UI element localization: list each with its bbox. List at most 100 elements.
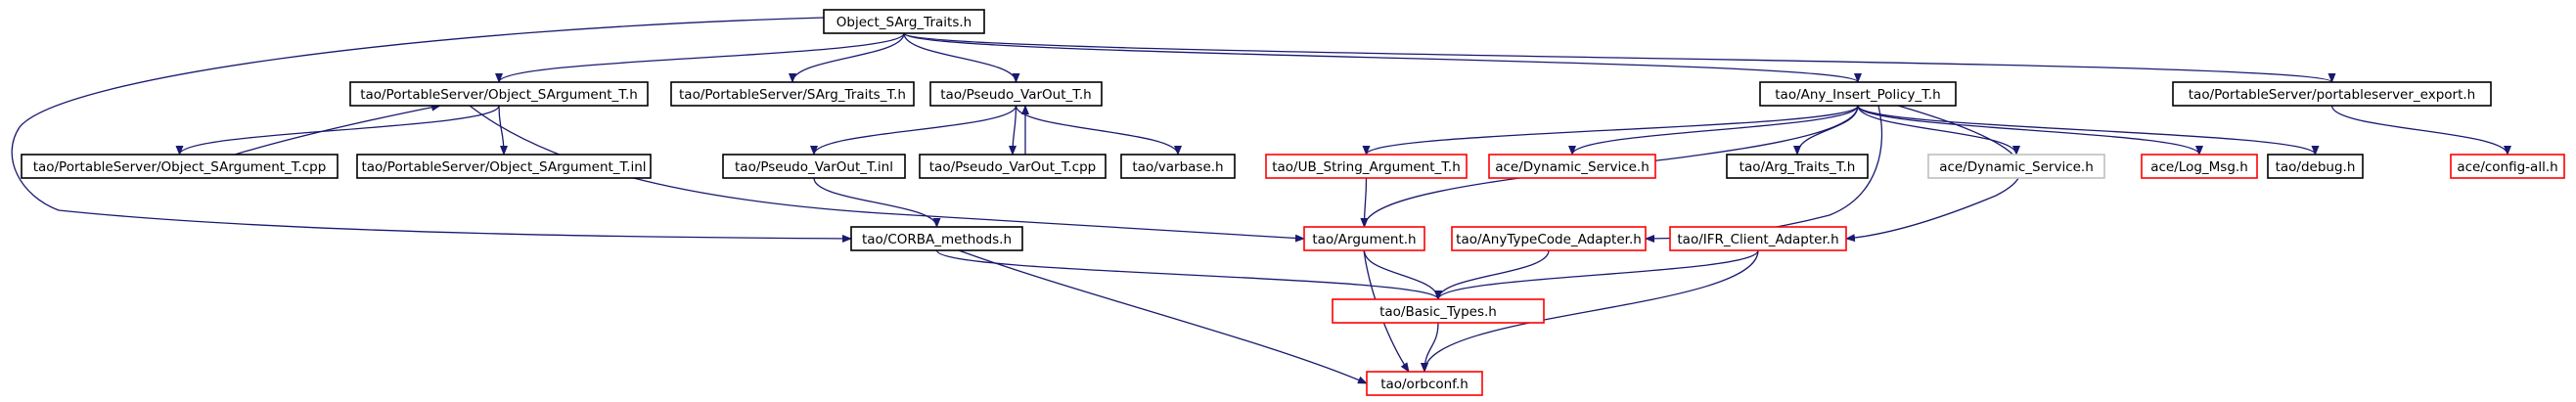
node-box <box>2172 81 2492 107</box>
node-box <box>1120 154 1236 179</box>
node-label: tao/Pseudo_VarOut_T.inl <box>735 159 893 175</box>
edge-n3-to-n9 <box>1009 105 1017 156</box>
node-n8[interactable]: tao/Pseudo_VarOut_T.inl <box>722 154 906 179</box>
node-label: tao/orbconf.h <box>1380 377 1469 392</box>
edge-n21-to-n22 <box>1434 249 1759 300</box>
node-n22[interactable]: tao/Basic_Types.h <box>1332 298 1545 324</box>
edge-n3-to-n8 <box>810 105 1017 156</box>
node-box <box>1366 371 1483 396</box>
node-box <box>1927 154 2105 179</box>
node-box <box>1332 298 1545 324</box>
node-label: tao/debug.h <box>2276 159 2356 175</box>
node-n23[interactable]: tao/orbconf.h <box>1366 371 1483 396</box>
node-box <box>1303 226 1425 251</box>
node-n18[interactable]: tao/CORBA_methods.h <box>850 226 1023 251</box>
node-box <box>1669 226 1847 251</box>
node-label: ace/Dynamic_Service.h <box>1939 159 2094 175</box>
node-n4[interactable]: tao/Any_Insert_Policy_T.h <box>1759 81 1957 107</box>
node-n21[interactable]: tao/IFR_Client_Adapter.h <box>1669 226 1847 251</box>
edge-n11-to-n19 <box>1360 177 1369 228</box>
node-label: Object_SArg_Traits.h <box>836 15 972 30</box>
edge-n4-to-n11 <box>1362 105 1859 156</box>
node-label: tao/PortableServer/portableserver_export… <box>2189 87 2476 103</box>
node-n1[interactable]: tao/PortableServer/Object_SArgument_T.h <box>349 81 649 107</box>
node-box <box>1488 154 1656 179</box>
node-label: ace/Log_Msg.h <box>2150 159 2248 175</box>
node-n17[interactable]: ace/config-all.h <box>2450 154 2565 179</box>
node-n13[interactable]: tao/Arg_Traits_T.h <box>1726 154 1869 179</box>
node-label: tao/varbase.h <box>1132 159 1223 175</box>
node-label: tao/IFR_Client_Adapter.h <box>1677 232 1838 247</box>
edge-n18-to-n22 <box>935 249 1442 300</box>
node-n11[interactable]: tao/UB_String_Argument_T.h <box>1265 154 1468 179</box>
node-box <box>722 154 906 179</box>
node-n16[interactable]: tao/debug.h <box>2267 154 2364 179</box>
node-label: tao/UB_String_Argument_T.h <box>1272 159 1461 175</box>
edge-n22-to-n23 <box>1421 322 1439 373</box>
node-box <box>850 226 1023 251</box>
node-label: tao/Any_Insert_Policy_T.h <box>1775 87 1940 103</box>
node-label: tao/Pseudo_VarOut_T.h <box>940 87 1091 103</box>
node-label: tao/PortableServer/Object_SArgument_T.cp… <box>33 159 327 175</box>
node-n2[interactable]: tao/PortableServer/SArg_Traits_T.h <box>670 81 915 107</box>
node-label: ace/Dynamic_Service.h <box>1495 159 1650 175</box>
edge-n20-to-n22 <box>1434 249 1550 300</box>
node-box <box>823 9 985 34</box>
edge-n0-to-n3 <box>903 32 1020 83</box>
node-box <box>2141 154 2258 179</box>
node-box <box>2267 154 2364 179</box>
node-label: tao/Argument.h <box>1312 232 1416 247</box>
node-n20[interactable]: tao/AnyTypeCode_Adapter.h <box>1451 226 1647 251</box>
node-n3[interactable]: tao/Pseudo_VarOut_T.h <box>929 81 1103 107</box>
node-n15[interactable]: ace/Log_Msg.h <box>2141 154 2258 179</box>
node-box <box>1451 226 1647 251</box>
node-label: tao/Arg_Traits_T.h <box>1740 159 1856 175</box>
node-label: tao/PortableServer/SArg_Traits_T.h <box>679 87 906 103</box>
edge-n5-to-n17 <box>2330 105 2511 156</box>
node-label: tao/Pseudo_VarOut_T.cpp <box>929 159 1096 175</box>
edge-n1-to-n6 <box>175 105 500 156</box>
edge-n4-to-n12 <box>1568 105 1859 156</box>
node-label: tao/CORBA_methods.h <box>862 232 1012 247</box>
node-n12[interactable]: ace/Dynamic_Service.h <box>1488 154 1656 179</box>
node-label: tao/AnyTypeCode_Adapter.h <box>1456 232 1642 247</box>
edge-n4-to-n21 <box>1845 105 2022 243</box>
edge-n19-to-n22 <box>1363 249 1442 300</box>
node-n0[interactable]: Object_SArg_Traits.h <box>823 9 985 34</box>
node-n5[interactable]: tao/PortableServer/portableserver_export… <box>2172 81 2492 107</box>
node-box <box>1726 154 1869 179</box>
edge-n21-to-n23 <box>1421 249 1759 373</box>
node-box <box>2450 154 2565 179</box>
edge-n18-to-n23 <box>958 249 1368 384</box>
edge-n4-to-n14 <box>1857 105 2020 156</box>
node-n9[interactable]: tao/Pseudo_VarOut_T.cpp <box>919 154 1107 179</box>
edge-n0-to-n4 <box>903 32 1862 83</box>
edge-n1-to-n7 <box>498 105 508 156</box>
node-box <box>919 154 1107 179</box>
node-box <box>21 154 339 179</box>
edge-n4-to-n16 <box>1857 105 2320 156</box>
node-box <box>929 81 1103 107</box>
edge-n4-to-n15 <box>1857 105 2203 156</box>
node-label: tao/PortableServer/Object_SArgument_T.h <box>360 87 638 103</box>
node-box <box>1265 154 1468 179</box>
node-n19[interactable]: tao/Argument.h <box>1303 226 1425 251</box>
node-n14[interactable]: ace/Dynamic_Service.h <box>1927 154 2105 179</box>
node-label: ace/config-all.h <box>2457 159 2557 175</box>
node-box <box>1759 81 1957 107</box>
edge-n6-to-n1 <box>234 103 441 156</box>
node-label: tao/PortableServer/Object_SArgument_T.in… <box>361 159 646 175</box>
edge-n0-to-n5 <box>903 32 2335 83</box>
edge-n0-to-n1 <box>495 32 905 83</box>
node-box <box>356 154 652 179</box>
node-n6[interactable]: tao/PortableServer/Object_SArgument_T.cp… <box>21 154 339 179</box>
node-n7[interactable]: tao/PortableServer/Object_SArgument_T.in… <box>356 154 652 179</box>
edge-n0-to-n2 <box>789 32 905 83</box>
edge-n3-to-n10 <box>1015 105 1182 156</box>
node-n10[interactable]: tao/varbase.h <box>1120 154 1236 179</box>
node-label: tao/Basic_Types.h <box>1379 304 1497 320</box>
edge-n0-to-n18 <box>11 17 852 243</box>
node-box <box>349 81 649 107</box>
node-box <box>670 81 915 107</box>
